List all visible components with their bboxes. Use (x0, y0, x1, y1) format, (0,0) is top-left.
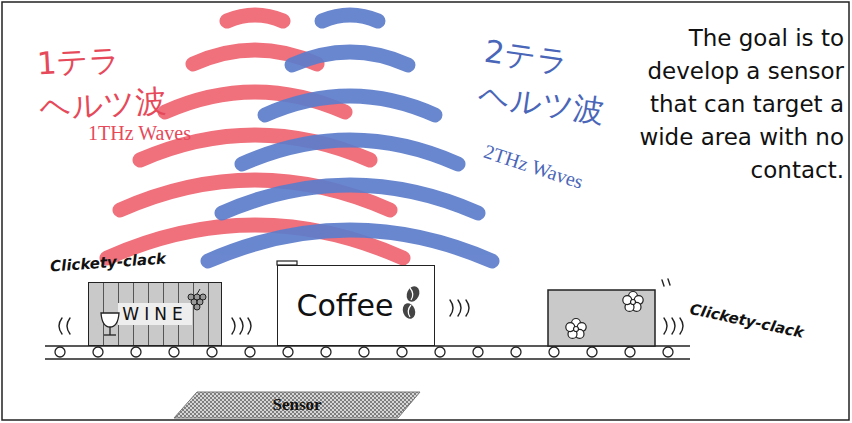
roller (93, 347, 103, 357)
flower-center (574, 327, 579, 332)
petal (575, 329, 584, 338)
roller (283, 347, 293, 357)
motion-mark (248, 318, 251, 334)
flower-icon (566, 319, 586, 339)
flower-center (631, 300, 636, 305)
rollers (55, 347, 673, 357)
sound-effect: Clickety-clack (688, 300, 848, 351)
blue-waves (208, 15, 492, 261)
roller (625, 347, 635, 357)
motion-mark (466, 300, 469, 316)
motion-mark (672, 318, 675, 334)
motion-mark (458, 300, 461, 316)
roller (435, 347, 445, 357)
blue-wave-arc (222, 185, 478, 213)
roller (131, 347, 141, 357)
petal (568, 329, 577, 338)
motion-mark (662, 280, 664, 286)
box-label: Sensor (272, 395, 321, 415)
coffee-box: Coffee (277, 265, 435, 346)
motion-mark (59, 318, 62, 334)
petal (577, 323, 586, 332)
roller (359, 347, 369, 357)
conveyor-belt (45, 346, 690, 359)
petal (634, 296, 643, 305)
motion-mark (450, 300, 453, 316)
roller (169, 347, 179, 357)
blue-wave-arc (292, 52, 408, 65)
goal-note: The goal is to develop a sensor that can… (600, 22, 844, 187)
wave-label-japanese: 2テラ ヘルツ波 (470, 28, 627, 135)
flower-icon (623, 292, 643, 312)
blue-wave-arc (265, 96, 435, 115)
roller (587, 347, 597, 357)
blue-wave-arc (322, 15, 378, 21)
roller (207, 347, 217, 357)
petal (632, 302, 641, 311)
motion-mark (664, 318, 667, 334)
petal (566, 323, 575, 332)
wave-label: 1THz Waves (88, 122, 228, 145)
wave-label-japanese: 1テラ ヘルツ波 (36, 35, 170, 130)
blue-wave-arc (208, 230, 492, 261)
petal (572, 319, 581, 328)
box-label: Coffee (297, 288, 394, 323)
belt-line (45, 358, 690, 360)
roller (321, 347, 331, 357)
sensor-plate-shape (174, 392, 420, 418)
roller (663, 347, 673, 357)
roller (473, 347, 483, 357)
roller (245, 347, 255, 357)
petal (625, 302, 634, 311)
sensor-plate: Sensor (172, 391, 422, 419)
wave-label: 2THz Waves (481, 140, 621, 205)
petal (629, 292, 638, 301)
petal (623, 296, 632, 305)
motion-mark (680, 318, 683, 334)
motion-mark (232, 318, 235, 334)
roller (549, 347, 559, 357)
motion-mark (668, 279, 670, 285)
wine-box: WINE (88, 282, 222, 346)
flower-box (548, 290, 655, 346)
motion-mark (67, 318, 70, 334)
blue-wave-arc (242, 140, 458, 164)
box-label: WINE (118, 303, 191, 325)
roller (55, 347, 65, 357)
roller (511, 347, 521, 357)
roller (397, 347, 407, 357)
red-wave-arc (227, 15, 283, 21)
motion-mark (240, 318, 243, 334)
